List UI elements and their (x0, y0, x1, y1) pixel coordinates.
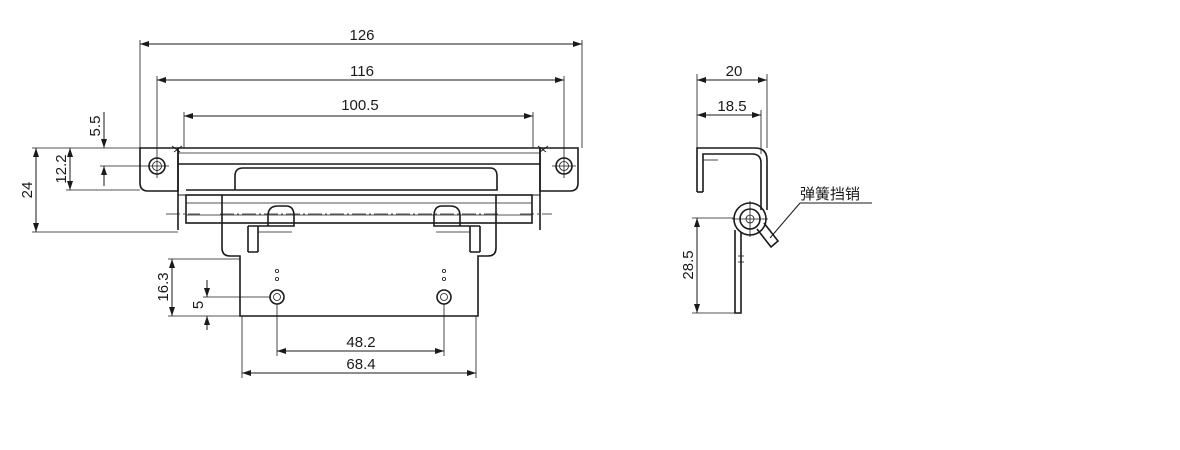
upper-leaf (139, 147, 579, 230)
dim-inner-width: 18.5 (697, 98, 761, 118)
dim-overall-width: 126 (140, 27, 582, 47)
dim-100-5-label: 100.5 (341, 97, 379, 114)
dim-plate-width: 68.4 (242, 356, 476, 376)
dim-116-label: 116 (350, 63, 374, 80)
dim-bar-length: 100.5 (184, 97, 533, 119)
dim-18-5-label: 18.5 (717, 98, 746, 115)
dim-20-label: 20 (726, 63, 743, 80)
extension-lines (32, 40, 583, 378)
dim-hole-spacing-top: 116 (157, 63, 564, 83)
lower-plate (166, 167, 552, 317)
dim-plate-height: 16.3 (155, 259, 175, 316)
dim-5-label: 5 (190, 301, 207, 309)
plate-hole-right (436, 268, 452, 305)
dim-hole-height: 12.2 (53, 148, 73, 190)
dim-plate-hole-offset: 5 (190, 280, 210, 330)
dim-68-4-label: 68.4 (346, 356, 375, 373)
dim-12-2-label: 12.2 (53, 154, 70, 183)
dim-plate-hole-spacing: 48.2 (277, 334, 444, 354)
side-view: 20 18.5 28.5 弹簧挡销 (680, 63, 872, 314)
plate-hole-left (269, 268, 285, 305)
dim-leaf-height: 24 (19, 148, 39, 232)
dim-16-3-label: 16.3 (155, 272, 172, 301)
dim-5-5-label: 5.5 (87, 116, 104, 137)
dim-hole-offset: 5.5 (87, 112, 107, 186)
ear-hole-left (145, 154, 169, 178)
dim-24-label: 24 (19, 182, 36, 199)
front-view: 126 116 100.5 48.2 68.4 24 12.2 (19, 27, 583, 378)
dim-28-5-label: 28.5 (680, 250, 697, 279)
spring-pin-label: 弹簧挡销 (800, 185, 860, 203)
dim-126-label: 126 (349, 27, 374, 44)
dim-top-width: 20 (697, 63, 767, 83)
side-profile (696, 147, 780, 314)
corner-marks (171, 145, 549, 153)
dim-48-2-label: 48.2 (346, 334, 375, 351)
side-extension-lines (692, 74, 768, 314)
ear-hole-right (552, 154, 576, 178)
dim-leg-height: 28.5 (680, 218, 700, 313)
spring-pin-callout: 弹簧挡销 (769, 185, 872, 239)
